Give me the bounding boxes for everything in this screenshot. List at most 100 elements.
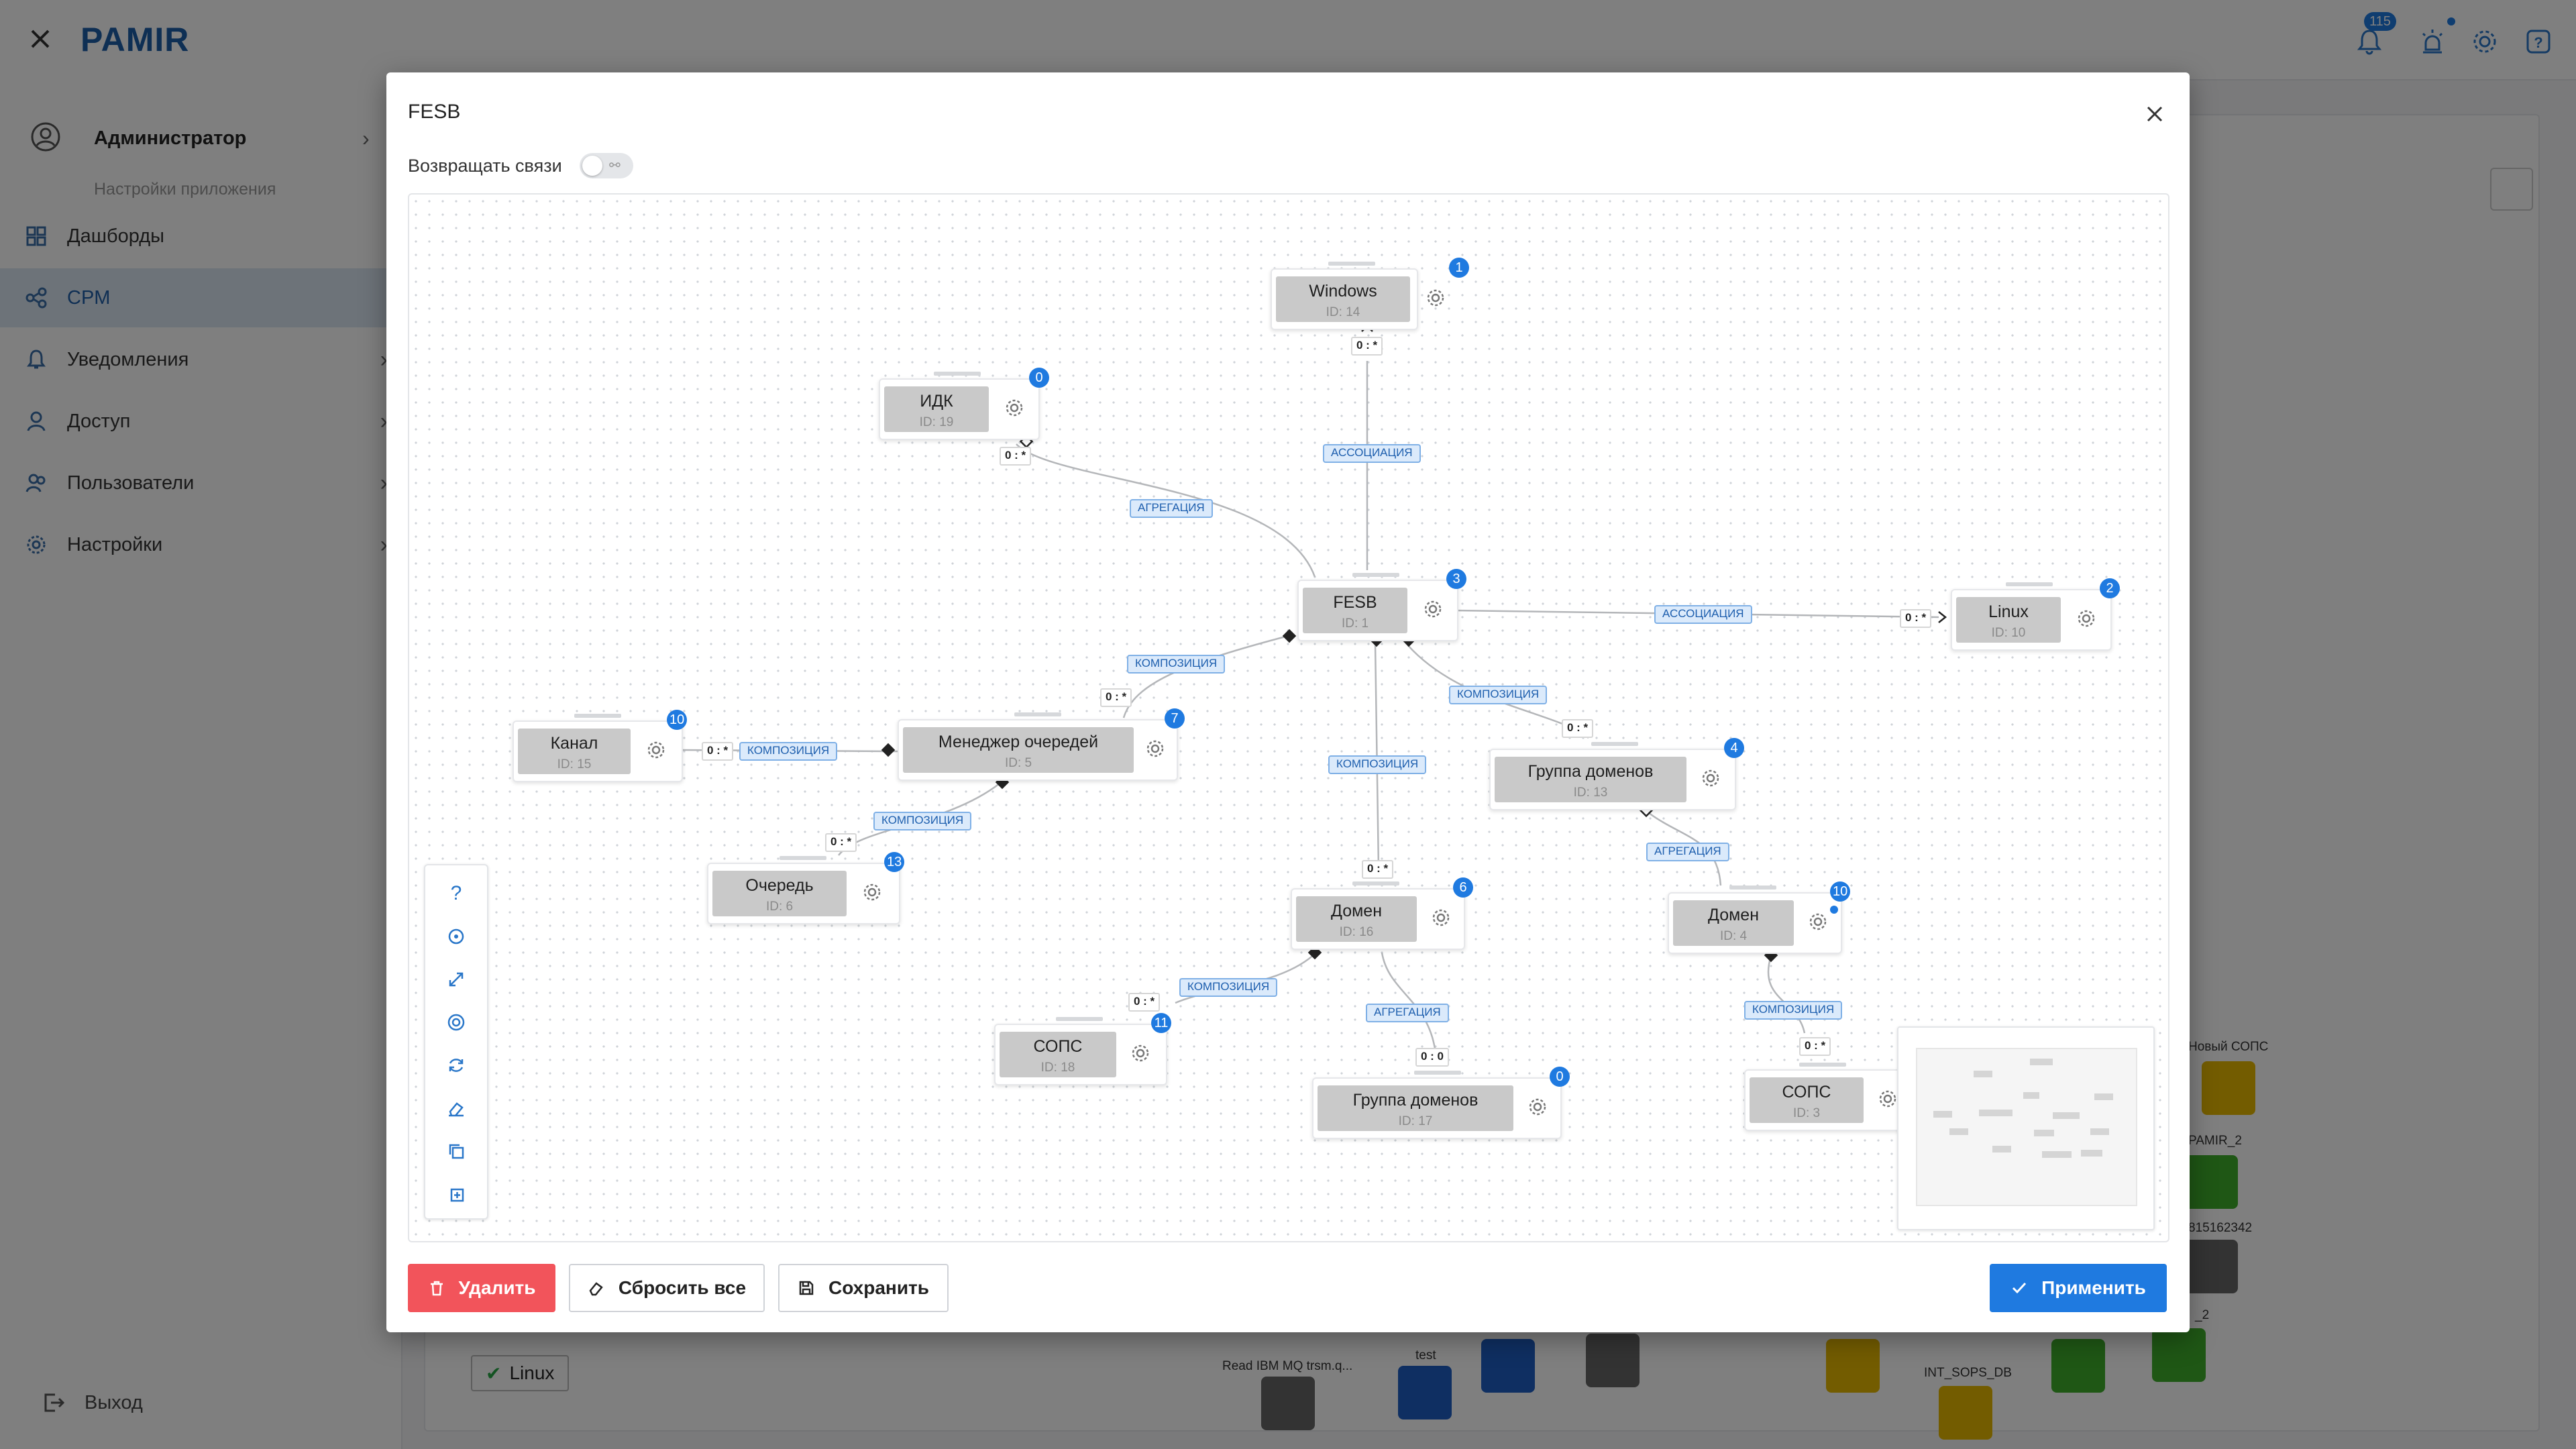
apply-button[interactable]: Применить [1990, 1264, 2167, 1312]
drag-handle[interactable] [1328, 262, 1375, 266]
edge-label-association[interactable]: АССОЦИАЦИЯ [1654, 605, 1752, 624]
multiplicity-label: 0 : * [1900, 609, 1932, 628]
target-icon[interactable] [441, 922, 471, 951]
edge-domain16-gd17 [1381, 952, 1437, 1054]
eraser-icon[interactable] [441, 1093, 471, 1123]
expand-icon[interactable] [441, 965, 471, 994]
help-icon[interactable]: ? [450, 882, 462, 904]
node-name: СОПС [1782, 1083, 1831, 1102]
drag-handle[interactable] [1414, 1071, 1461, 1075]
reset-button-label: Сбросить все [618, 1277, 747, 1298]
canvas-toolbar: ? [424, 864, 488, 1220]
node-id: ID: 19 [919, 415, 954, 429]
node-sops-3[interactable]: СОПС ID: 3 [1744, 1063, 1905, 1131]
gear-icon[interactable] [1876, 1087, 1900, 1111]
drag-handle[interactable] [1014, 712, 1061, 716]
drag-handle[interactable] [574, 714, 621, 718]
refresh-icon[interactable] [441, 1051, 471, 1080]
edge-label-composition[interactable]: КОМПОЗИЦИЯ [873, 812, 972, 830]
minimap-viewport[interactable] [1916, 1048, 2137, 1206]
copy-icon[interactable] [441, 1136, 471, 1166]
add-copy-icon[interactable] [441, 1179, 471, 1209]
close-icon[interactable] [2141, 101, 2168, 127]
gear-icon[interactable] [1525, 1095, 1550, 1119]
gear-icon[interactable] [1002, 396, 1026, 420]
edge-label-association[interactable]: АССОЦИАЦИЯ [1323, 444, 1421, 463]
edge-label-composition[interactable]: КОМПОЗИЦИЯ [1744, 1001, 1843, 1020]
node-id: ID: 18 [1040, 1061, 1075, 1075]
edge-gd13-domain4 [1648, 812, 1722, 886]
node-name: Домен [1707, 906, 1759, 924]
link-icon: ⚯ [609, 158, 621, 173]
delete-button[interactable]: Удалить [408, 1264, 555, 1312]
drag-handle[interactable] [934, 372, 981, 376]
gear-icon[interactable] [1128, 1041, 1152, 1065]
minimap[interactable] [1897, 1026, 2155, 1230]
drag-handle[interactable] [1729, 885, 1776, 890]
node-id: ID: 10 [1991, 626, 2026, 640]
edge-label-aggregation[interactable]: АГРЕГАЦИЯ [1130, 499, 1213, 518]
edge-label-composition[interactable]: КОМПОЗИЦИЯ [1127, 655, 1226, 674]
edge-label-composition[interactable]: КОМПОЗИЦИЯ [739, 742, 838, 761]
node-name: Группа доменов [1352, 1091, 1479, 1110]
node-badge: 0 [1550, 1067, 1570, 1087]
gear-icon[interactable] [1421, 597, 1445, 621]
edge-domain4-sops3 [1767, 955, 1806, 1034]
minimap-node [1933, 1111, 1952, 1118]
edge-label-aggregation[interactable]: АГРЕГАЦИЯ [1366, 1004, 1449, 1022]
gear-icon[interactable] [1429, 906, 1453, 930]
gear-icon[interactable] [1424, 286, 1448, 310]
multiplicity-label: 0 : * [1000, 447, 1032, 466]
return-links-toggle[interactable]: ⚯ [580, 153, 633, 178]
node-badge: 3 [1446, 569, 1466, 589]
node-id: ID: 17 [1398, 1114, 1433, 1128]
trash-icon [430, 1281, 443, 1296]
minimap-node [2090, 1128, 2109, 1135]
node-id: ID: 13 [1573, 786, 1608, 800]
center-icon[interactable] [441, 1008, 471, 1037]
gear-icon[interactable] [644, 738, 668, 762]
edge-label-composition[interactable]: КОМПОЗИЦИЯ [1328, 755, 1427, 774]
node-id: ID: 3 [1792, 1106, 1821, 1120]
drag-handle[interactable] [1352, 573, 1399, 577]
drag-handle[interactable] [1352, 881, 1399, 885]
node-idk[interactable]: ИДК ID: 19 [879, 372, 1040, 440]
multiplicity-label: 0 : * [1351, 337, 1383, 356]
gear-icon[interactable] [860, 880, 884, 904]
drag-handle[interactable] [1056, 1017, 1103, 1021]
edge-idk-fesb [1016, 443, 1316, 578]
diamond-filled [881, 743, 896, 757]
arrow-head-right [1938, 611, 1947, 623]
edge-label-composition[interactable]: КОМПОЗИЦИЯ [1449, 686, 1548, 704]
node-name: ИДК [920, 392, 953, 411]
gear-icon[interactable] [1806, 910, 1830, 934]
drag-handle[interactable] [1591, 742, 1638, 746]
gear-icon[interactable] [1699, 766, 1723, 790]
node-name: Windows [1309, 282, 1377, 301]
reset-all-button[interactable]: Сбросить все [569, 1264, 765, 1312]
gear-icon[interactable] [2074, 606, 2098, 631]
drag-handle[interactable] [1799, 1063, 1846, 1067]
edge-label-composition[interactable]: КОМПОЗИЦИЯ [1179, 978, 1278, 997]
save-button[interactable]: Сохранить [778, 1264, 949, 1312]
drag-handle[interactable] [2006, 582, 2053, 586]
gear-icon[interactable] [1143, 737, 1167, 761]
edge-label-aggregation[interactable]: АГРЕГАЦИЯ [1646, 843, 1729, 861]
drag-handle[interactable] [780, 856, 826, 860]
